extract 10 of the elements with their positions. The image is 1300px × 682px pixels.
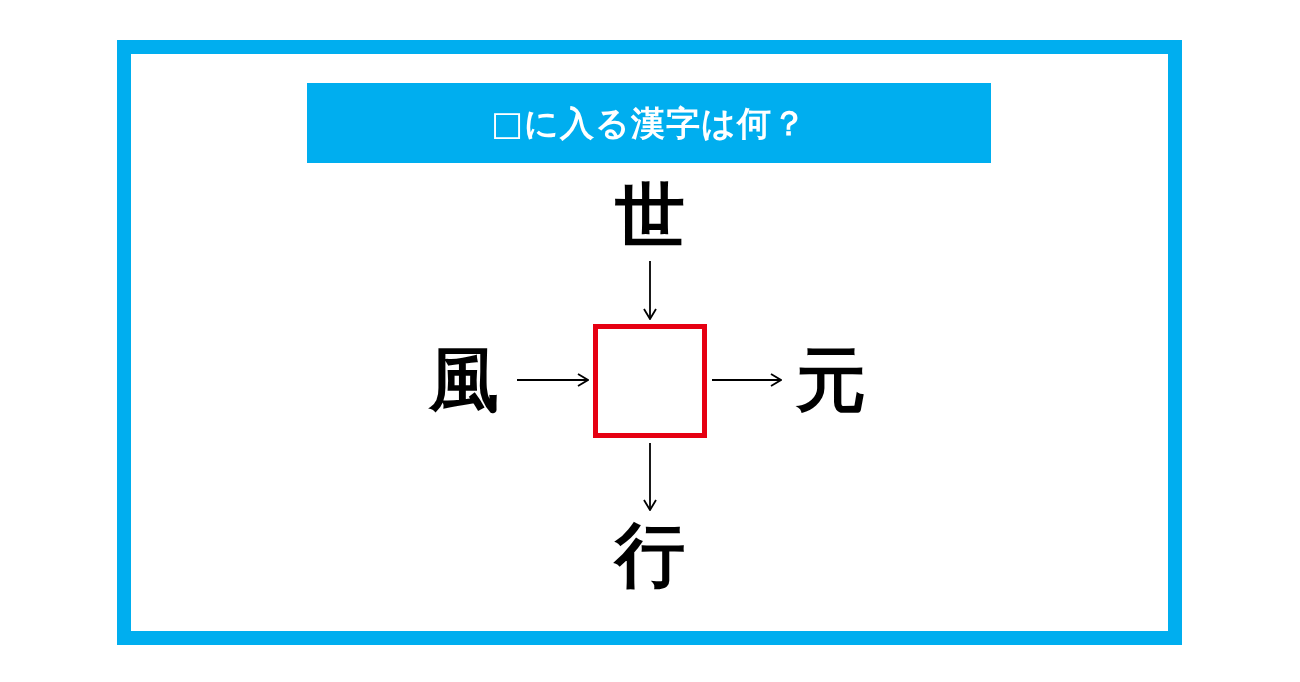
arrow (643, 442, 657, 511)
arrow (643, 260, 657, 320)
kanji-character: 風 (416, 340, 512, 420)
title-text: □に入る漢字は何？ (490, 103, 808, 143)
arrow (516, 373, 589, 387)
kanji-character: 元 (786, 340, 876, 420)
arrow (711, 373, 782, 387)
kanji-character: 世 (603, 176, 697, 256)
answer-box (593, 324, 707, 438)
kanji-character: 行 (603, 515, 697, 595)
